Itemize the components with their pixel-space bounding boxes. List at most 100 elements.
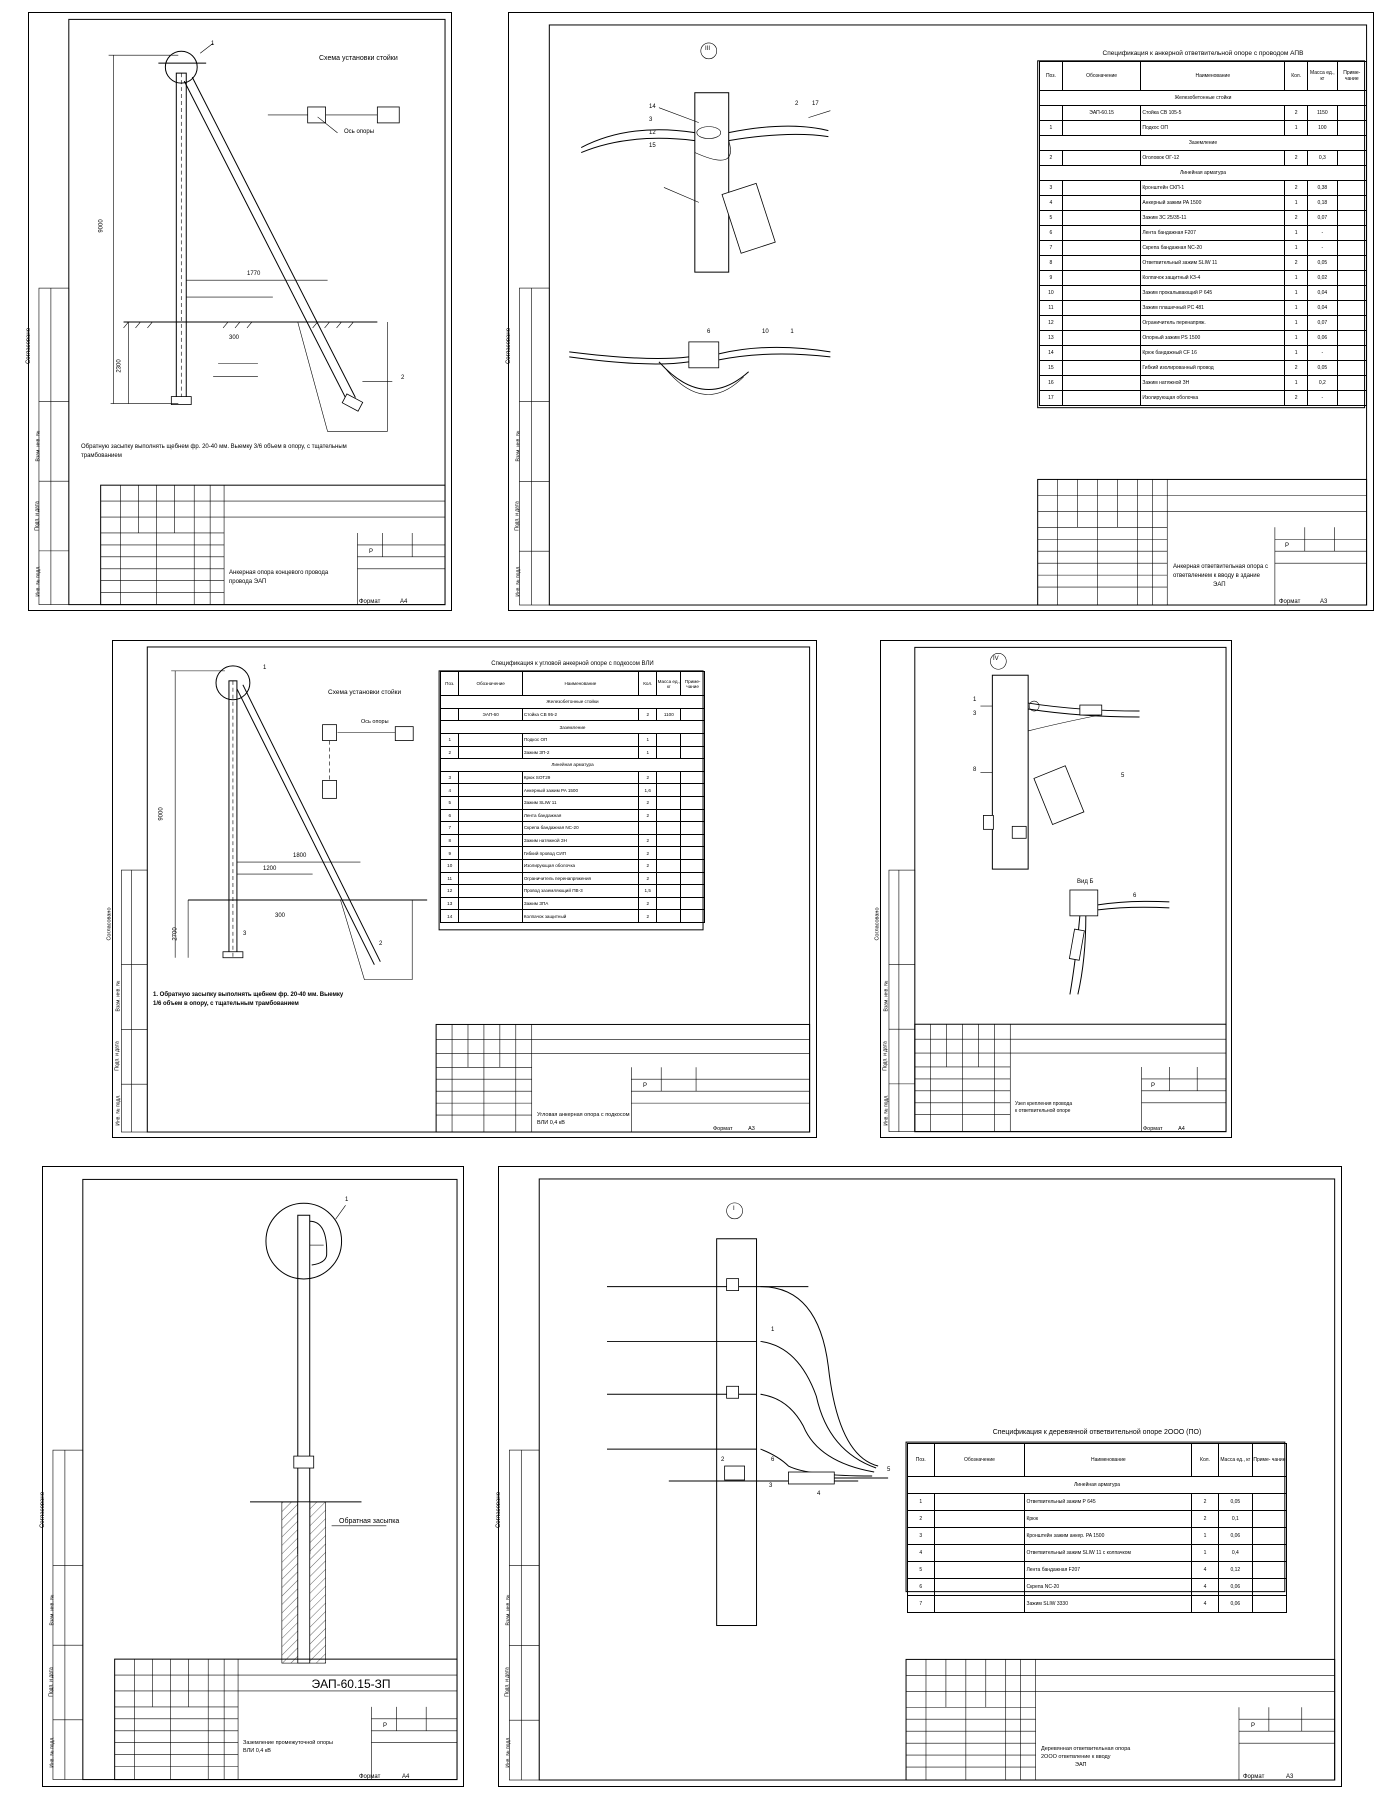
spec-cell: - <box>1307 240 1338 256</box>
sheet-3-dim-brace: 1800 <box>293 853 307 859</box>
spec-cell <box>1336 375 1368 391</box>
sheet-2-format: Формат А3 <box>1279 599 1327 605</box>
spec-cell: 2 <box>1191 1510 1219 1528</box>
spec-cell: 12 <box>439 884 460 898</box>
spec-cell <box>1336 150 1368 166</box>
spec-header-cell: Приме- чание <box>1336 61 1368 91</box>
spec-row: Заземление <box>1039 135 1367 151</box>
spec-cell: 2 <box>1284 210 1309 226</box>
spec-cell: Лента бандажная <box>521 808 640 823</box>
spec-cell: 1 <box>1191 1544 1219 1562</box>
spec-cell: 7 <box>439 821 460 835</box>
strip-label-agreed: Согласовано <box>496 1491 503 1529</box>
spec-cell <box>1336 345 1368 361</box>
spec-cell: 0,06 <box>1307 330 1338 346</box>
spec-cell: Крюк <box>1024 1510 1193 1528</box>
callout: 8 <box>973 767 977 773</box>
spec-cell: 11 <box>1039 300 1063 316</box>
spec-cell: Зажим натяжной ЗН <box>521 833 640 848</box>
format-label: Формат <box>1243 1774 1265 1780</box>
spec-cell: Анкерный зажим PA 1500 <box>1140 195 1286 211</box>
pit <box>297 321 388 432</box>
spec-cell: 0,4 <box>1217 1544 1253 1562</box>
spec-cell <box>1061 180 1142 196</box>
format-value: А4 <box>402 1774 410 1780</box>
spec-cell <box>1336 240 1368 256</box>
sheet-6-drawing <box>509 1178 1336 1781</box>
spec-section-cell: Линейная арматура <box>440 758 705 772</box>
note-line-2: трамбованием <box>81 453 122 459</box>
spec-header-cell: Обозначение <box>1061 61 1142 91</box>
title-desc-line-1: Заземление промежуточной опоры <box>243 1740 334 1746</box>
spec-cell: Зажим SLIW 3330 <box>1024 1595 1193 1613</box>
drawing-sheet-3[interactable]: Схема установки стойки Ось опоры 9000 27… <box>107 640 817 1138</box>
spec-cell: 2 <box>1284 255 1309 271</box>
sheet-3-note: 1. Обратную засыпку выполнять щебнем фр.… <box>153 991 343 1009</box>
spec-cell: ЭАП-60 <box>458 707 523 722</box>
drawing-sheet-1[interactable]: Схема установки стойки Ось опоры 9000 23… <box>26 12 452 611</box>
spec-cell <box>680 871 705 886</box>
spec-cell: 5 <box>439 795 460 810</box>
drawing-sheet-2[interactable]: III 14 3 12 15 2 17 6 10 1 Спецификация … <box>506 12 1374 611</box>
spec-header-cell: Масса ед., кг <box>1217 1443 1253 1477</box>
note-line-1: 1. Обратную засыпку выполнять щебнем фр.… <box>153 992 344 998</box>
spec-cell: 13 <box>439 896 460 911</box>
spec-cell <box>680 783 705 797</box>
spec-cell: Крюк SOT29 <box>521 770 640 785</box>
spec-cell: 4 <box>439 783 460 797</box>
spec-cell <box>1336 180 1368 196</box>
drawing-sheet-6[interactable]: I 1 2 3 4 5 6 Спецификация к деревянной … <box>496 1166 1342 1787</box>
sheet-1-drawing <box>38 18 446 606</box>
spec-cell: 6 <box>907 1578 935 1596</box>
spec-cell: 7 <box>1039 240 1063 256</box>
spec-cell <box>458 884 523 898</box>
spec-cell <box>1061 240 1142 256</box>
drawing-sheet-4[interactable]: IV Вид Б 1 3 8 5 6 Р Узел крепления пров… <box>875 640 1232 1138</box>
spec-cell <box>1336 225 1368 241</box>
spec-cell <box>458 858 523 873</box>
spec-cell <box>656 884 682 898</box>
title-desc-line-1: Анкерная опора концевого провода <box>229 570 329 576</box>
spec-cell: 1 <box>1284 225 1309 241</box>
spec-cell: Колпачок защитный КЗ-4 <box>1140 270 1286 286</box>
spec-cell: Ограничитель перенапряжения <box>521 871 640 886</box>
spec-cell: Лента бандажная F207 <box>1140 225 1286 241</box>
spec-header-cell: Приме- чание <box>680 670 705 697</box>
spec-cell: ЭАП-60.15 <box>1061 105 1142 121</box>
sheet-6-format: Формат А3 <box>1243 1774 1293 1780</box>
format-value: А4 <box>400 599 408 605</box>
spec-cell: 14 <box>439 909 460 923</box>
spec-cell: 0,07 <box>1307 315 1338 331</box>
sheet-2-title-desc: Анкерная ответвительная опора с ответвле… <box>1173 563 1268 590</box>
spec-cell: 15 <box>1039 360 1063 376</box>
spec-cell: 8 <box>439 833 460 848</box>
spec-cell: 2 <box>637 858 658 873</box>
sheet-3-scheme-title: Схема установки стойки <box>328 689 402 696</box>
view-marker <box>726 1202 743 1220</box>
sheet-1-callout-1: 1 <box>211 41 215 47</box>
sheet-1-dim-height: 9000 <box>98 219 105 233</box>
spec-cell <box>458 846 523 860</box>
spec-cell: 1 <box>439 732 460 747</box>
spec-cell: Стойка СВ 95-2 <box>521 707 640 722</box>
spec-cell: Скрепа бандажная NC-20 <box>1140 240 1286 256</box>
strip-label-sign: Подп. и дата <box>114 1041 121 1071</box>
spec-cell: 100 <box>1307 120 1338 136</box>
sheet-5-code: ЭАП-60.15-ЗП <box>311 1677 391 1691</box>
spec-cell: Кронштейн СКП-1 <box>1140 180 1286 196</box>
spec-cell <box>933 1510 1026 1528</box>
spec-cell: Зажим ЗС 25/35-11 <box>1140 210 1286 226</box>
drawing-sheet-5[interactable]: 1 Обратная засыпка ЭАП-60.15-ЗП Р Заземл… <box>40 1166 464 1787</box>
spec-cell <box>458 783 523 797</box>
format-label: Формат <box>1143 1126 1163 1132</box>
